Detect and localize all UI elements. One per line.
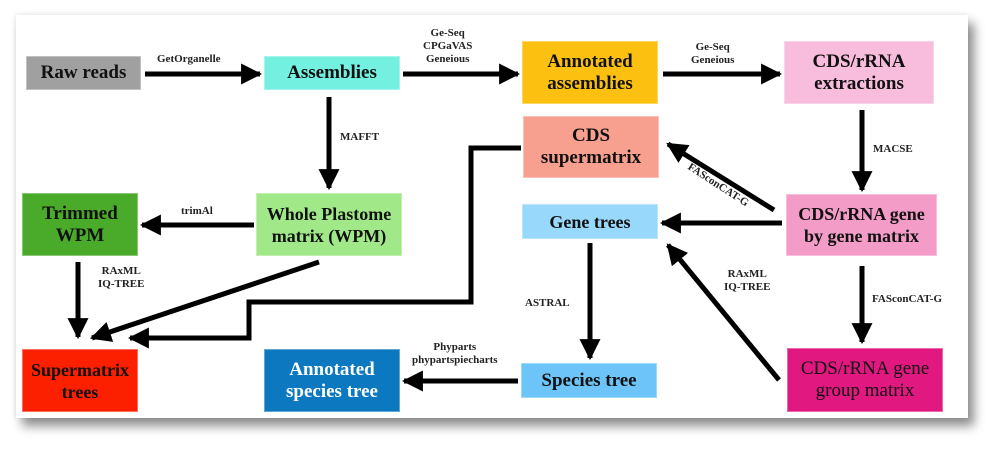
node-label: Species tree	[541, 369, 637, 391]
edge-label-macse: MACSE	[873, 143, 913, 155]
edge-label-line: CPGaVAS	[423, 40, 473, 52]
edge-label-phyparts: Phyparts phypartspiecharts	[412, 341, 498, 367]
node-label: Raw reads	[40, 62, 127, 83]
edge-label-mafft: MAFFT	[340, 131, 380, 143]
arrow-group-to-genetrees	[666, 243, 781, 382]
node-label: Supermatrix trees	[31, 359, 129, 402]
edge-label-annotation: Ge-Seq CPGaVAS Geneious	[423, 27, 472, 66]
edge-label-fasconcat-group: FASconCAT-G	[872, 293, 943, 305]
node-trimmed-wpm: Trimmed WPM	[22, 193, 138, 256]
node-label: CDS supermatrix	[540, 125, 642, 168]
edge-label-line: Ge-Seq	[430, 27, 465, 39]
edge-label-getorganelle: GetOrganelle	[157, 53, 221, 65]
node-label: Assemblies	[287, 62, 377, 83]
edge-label-extraction: Ge-Seq Geneious	[691, 41, 734, 67]
edge-label-line: Geneious	[425, 53, 470, 65]
edge-label-line: Phyparts	[433, 341, 477, 353]
edge-label-line: IQ-TREE	[98, 278, 145, 290]
edge-label-line: RAxML	[101, 265, 141, 277]
node-label: Annotated species tree	[286, 358, 378, 402]
edge-label-line: Ge-Seq	[695, 41, 730, 53]
edge-label-line: RAxML	[727, 268, 767, 280]
arrow-cds-supermatrix-to-supermatrixtrees	[127, 145, 521, 349]
edge-label-line: phypartspiecharts	[412, 354, 498, 366]
edge-label-raxml-genes: RAxML IQ-TREE	[724, 268, 770, 294]
node-label: Trimmed WPM	[42, 202, 118, 246]
edge-label-line: Geneious	[691, 54, 735, 66]
node-label: CDS/rRNA gene group matrix	[800, 358, 930, 401]
node-annotated-assemblies: Annotated assemblies	[522, 41, 658, 104]
node-cds-supermatrix: CDS supermatrix	[523, 116, 659, 178]
edge-label-trimal: trimAl	[181, 205, 213, 217]
node-cds-rrna-extractions: CDS/rRNA extractions	[784, 41, 934, 104]
arrow-wpm-to-supermatrixtrees	[90, 259, 320, 342]
node-supermatrix-trees: Supermatrix trees	[22, 349, 138, 412]
node-annotated-species-tree: Annotated species tree	[264, 349, 400, 412]
node-assemblies: Assemblies	[264, 56, 400, 90]
node-label: Gene trees	[549, 211, 631, 232]
node-whole-plastome-matrix: Whole Plastome matrix (WPM)	[256, 193, 402, 256]
node-raw-reads: Raw reads	[26, 56, 141, 90]
arrow-genebygene-to-supermatrix	[666, 141, 776, 213]
edge-label-astral: ASTRAL	[525, 297, 570, 309]
node-label: CDS/rRNA extractions	[812, 50, 906, 94]
node-label: CDS/rRNA gene by gene matrix	[798, 204, 925, 246]
node-cds-rrna-gene-by-gene: CDS/rRNA gene by gene matrix	[786, 194, 937, 256]
edge-label-line: IQ-TREE	[724, 281, 771, 293]
edge-label-raxml-wpm: RAxML IQ-TREE	[98, 265, 144, 291]
node-gene-trees: Gene trees	[522, 204, 658, 239]
node-label: Annotated assemblies	[547, 50, 633, 94]
node-cds-rrna-gene-group: CDS/rRNA gene group matrix	[787, 348, 943, 412]
node-species-tree: Species tree	[521, 363, 657, 398]
node-label: Whole Plastome matrix (WPM)	[266, 203, 392, 246]
